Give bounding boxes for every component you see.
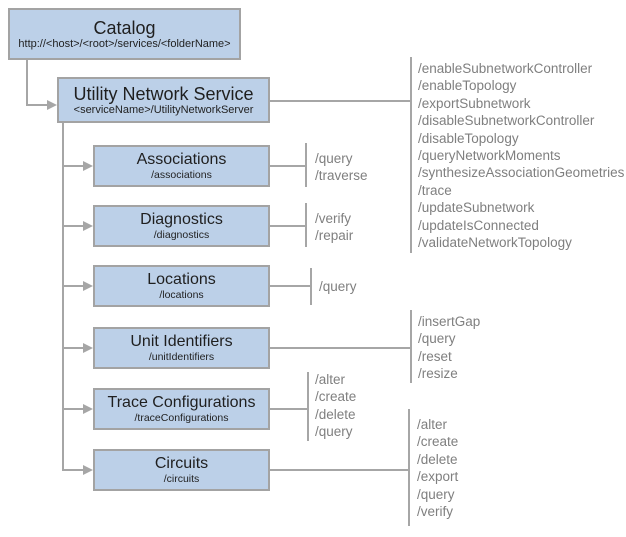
- operation-label: /query: [315, 424, 353, 440]
- trace-configurations-operations-list: /alter /create /delete /query: [315, 371, 356, 441]
- diagnostics-operations-list: /verify /repair: [315, 210, 353, 245]
- arrowhead-icon: [83, 465, 93, 475]
- catalog-subtitle: http://<host>/<root>/services/<folderNam…: [18, 37, 231, 50]
- locations-subtitle: /locations: [159, 289, 204, 301]
- bracket-circuits-operations: [408, 409, 410, 526]
- node-trace-configurations: Trace Configurations /traceConfiguration…: [93, 388, 270, 430]
- connector-trunk-vertical: [62, 123, 64, 471]
- operation-label: /reset: [418, 348, 452, 364]
- connector-circuits-operations: [270, 469, 408, 471]
- arrowhead-icon: [83, 221, 93, 231]
- connector-associations-operations: [270, 165, 305, 167]
- diagnostics-title: Diagnostics: [140, 211, 223, 228]
- node-catalog: Catalog http://<host>/<root>/services/<f…: [8, 8, 241, 60]
- arrowhead-icon: [83, 281, 93, 291]
- service-subtitle: <serviceName>/UtilityNetworkServer: [73, 103, 254, 116]
- connector-catalog-horizontal: [26, 104, 48, 106]
- trace-configurations-subtitle: /traceConfigurations: [134, 412, 229, 424]
- operation-label: /updateSubnetwork: [418, 200, 535, 216]
- trace-configurations-title: Trace Configurations: [107, 394, 256, 411]
- locations-title: Locations: [147, 271, 216, 288]
- bracket-locations-operations: [310, 268, 312, 305]
- operation-label: /query: [417, 486, 455, 502]
- operation-label: /delete: [315, 406, 356, 422]
- operation-label: /updateIsConnected: [418, 217, 539, 233]
- operation-label: /create: [417, 434, 459, 450]
- arrowhead-icon: [83, 343, 93, 353]
- operation-label: /traverse: [315, 168, 368, 184]
- arrowhead-icon: [83, 404, 93, 414]
- operation-label: /query: [418, 331, 456, 347]
- operation-label: /alter: [315, 372, 346, 387]
- operation-label: /verify: [315, 211, 352, 226]
- operation-label: /create: [315, 389, 357, 405]
- circuits-title: Circuits: [154, 455, 209, 472]
- node-associations: Associations /associations: [93, 145, 270, 187]
- arrowhead-icon: [47, 100, 57, 110]
- connector-diagnostics-operations: [270, 225, 305, 227]
- connector-branch-trace-configurations: [62, 408, 83, 410]
- circuits-operations-list: /alter /create /delete /export /query /v…: [417, 416, 458, 520]
- operation-label: /export: [417, 469, 459, 485]
- bracket-unit-identifiers-operations: [410, 310, 412, 383]
- connector-service-operations: [270, 100, 410, 102]
- operation-label: /disableTopology: [418, 130, 519, 146]
- unit-identifiers-title: Unit Identifiers: [130, 333, 233, 350]
- catalog-title: Catalog: [93, 17, 156, 38]
- operation-label: /delete: [417, 451, 458, 467]
- bracket-trace-configurations-operations: [307, 372, 309, 441]
- node-unit-identifiers: Unit Identifiers /unitIdentifiers: [93, 327, 270, 369]
- operation-label: /synthesizeAssociationGeometries: [418, 165, 625, 181]
- operation-label: /insertGap: [418, 314, 481, 329]
- operation-label: /query: [315, 151, 353, 166]
- associations-operations-list: /query /traverse: [315, 150, 368, 185]
- operation-label: /query: [319, 279, 357, 294]
- arrowhead-icon: [83, 161, 93, 171]
- operation-label: /validateNetworkTopology: [418, 235, 572, 251]
- service-title: Utility Network Service: [73, 83, 254, 104]
- connector-unit-identifiers-operations: [270, 347, 410, 349]
- operation-label: /repair: [315, 228, 354, 244]
- locations-operations-list: /query: [319, 278, 357, 295]
- connector-catalog-vertical: [26, 60, 28, 106]
- operation-label: /enableSubnetworkController: [418, 61, 593, 76]
- operation-label: /enableTopology: [418, 78, 517, 94]
- operation-label: /resize: [418, 366, 458, 382]
- service-operations-list: /enableSubnetworkController /enableTopol…: [418, 60, 624, 251]
- bracket-service-operations: [410, 57, 412, 253]
- node-locations: Locations /locations: [93, 265, 270, 307]
- connector-branch-diagnostics: [62, 225, 83, 227]
- connector-branch-locations: [62, 285, 83, 287]
- operation-label: /exportSubnetwork: [418, 95, 531, 111]
- connector-branch-associations: [62, 165, 83, 167]
- node-diagnostics: Diagnostics /diagnostics: [93, 205, 270, 247]
- diagnostics-subtitle: /diagnostics: [153, 229, 210, 241]
- connector-branch-circuits: [62, 469, 83, 471]
- connector-locations-operations: [270, 285, 310, 287]
- operation-label: /disableSubnetworkController: [418, 113, 595, 129]
- bracket-associations-operations: [305, 143, 307, 187]
- connector-branch-unit-identifiers: [62, 347, 83, 349]
- associations-subtitle: /associations: [151, 169, 212, 181]
- unit-identifiers-operations-list: /insertGap /query /reset /resize: [418, 313, 480, 383]
- node-utility-network-service: Utility Network Service <serviceName>/Ut…: [57, 77, 270, 123]
- operation-label: /queryNetworkMoments: [418, 148, 561, 164]
- connector-trace-configurations-operations: [270, 408, 307, 410]
- associations-title: Associations: [136, 151, 227, 168]
- operation-label: /alter: [417, 417, 448, 432]
- circuits-subtitle: /circuits: [163, 473, 200, 485]
- node-circuits: Circuits /circuits: [93, 449, 270, 491]
- operation-label: /verify: [417, 504, 454, 520]
- bracket-diagnostics-operations: [305, 203, 307, 247]
- unit-identifiers-subtitle: /unitIdentifiers: [148, 351, 215, 363]
- operation-label: /trace: [418, 182, 452, 198]
